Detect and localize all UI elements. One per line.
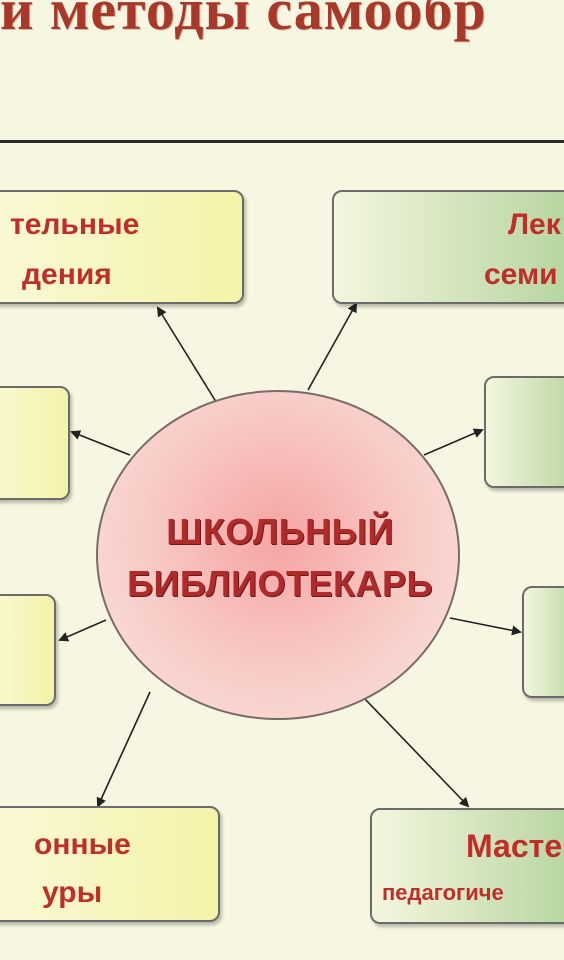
arrow-bottom-left bbox=[96, 691, 151, 808]
box-mid-right-1 bbox=[484, 376, 564, 488]
box-top-right: Лек семи bbox=[332, 190, 564, 304]
header-title: и методы самообр bbox=[0, 0, 487, 42]
arrow-top-right bbox=[307, 302, 357, 391]
box-mid-left-1 bbox=[0, 386, 70, 500]
box-top-right-line1: Лек bbox=[508, 208, 561, 241]
arrow-bottom-right bbox=[363, 697, 470, 808]
center-circle: ШКОЛЬНЫЙ БИБЛИОТЕКАРЬ bbox=[96, 390, 460, 720]
box-bottom-right: Масте педагогиче bbox=[370, 808, 564, 924]
box-top-right-line2: семи bbox=[484, 258, 558, 291]
center-title-line2: БИБЛИОТЕКАРЬ bbox=[127, 563, 433, 604]
center-title-line1: ШКОЛЬНЫЙ bbox=[166, 511, 394, 552]
box-top-left-line1: тельные bbox=[10, 208, 140, 241]
arrow-top-left bbox=[156, 306, 219, 406]
box-bottom-left-line2: уры bbox=[42, 876, 103, 909]
box-top-left: тельные дения bbox=[0, 190, 244, 304]
arrow-mid-left-1 bbox=[70, 430, 131, 456]
arrow-mid-right-1 bbox=[423, 428, 484, 456]
header-divider bbox=[0, 140, 564, 143]
arrow-mid-left-2 bbox=[58, 619, 107, 642]
box-mid-right-2 bbox=[522, 586, 564, 698]
box-bottom-left-line1: онные bbox=[34, 828, 131, 861]
box-top-left-line2: дения bbox=[22, 258, 112, 291]
box-bottom-left: онные уры bbox=[0, 806, 220, 922]
box-mid-left-2 bbox=[0, 594, 56, 706]
arrow-mid-right-2 bbox=[449, 617, 522, 636]
box-bottom-right-line2: педагогиче bbox=[382, 880, 504, 905]
box-bottom-right-line1: Масте bbox=[466, 828, 563, 864]
